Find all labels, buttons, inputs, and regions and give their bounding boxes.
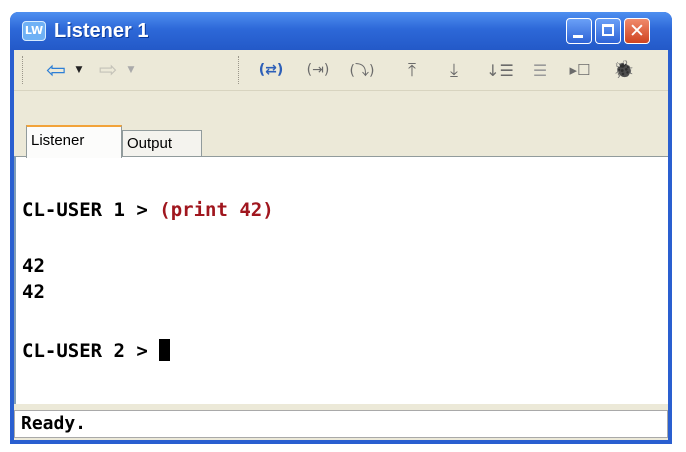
insert-form-icon[interactable]: ▸☐ xyxy=(569,61,591,79)
close-button[interactable]: ✕ xyxy=(624,18,650,44)
repl-output-1: 42 xyxy=(22,255,45,277)
top-of-stack-icon[interactable]: ⤒ xyxy=(408,59,416,81)
list-down-icon[interactable]: ↓☰ xyxy=(486,60,514,80)
repl-prompt-2: CL-USER 2 > xyxy=(22,340,160,362)
tab-output[interactable]: Output xyxy=(122,130,202,157)
status-text: Ready. xyxy=(21,413,87,434)
tab-listener[interactable]: Listener xyxy=(26,125,122,158)
forward-icon[interactable]: ⇨ xyxy=(98,57,118,83)
toolbar-grip[interactable] xyxy=(22,56,25,84)
bottom-of-stack-icon[interactable]: ⤓ xyxy=(450,59,458,81)
listener-pane[interactable]: CL-USER 1 > (print 42) 42 42 CL-USER 2 > xyxy=(14,156,668,404)
repl-prompt-1: CL-USER 1 > xyxy=(22,199,160,221)
maximize-icon xyxy=(602,24,614,36)
list-icon[interactable]: ☰ xyxy=(532,60,548,80)
window-title: Listener 1 xyxy=(54,20,149,42)
repl-output-2: 42 xyxy=(22,281,45,303)
client-area: ⇦ ▼ ⇨ ▼ (⇄) (⇥) (⤵) ⤒ ⤓ ↓☰ ☰ ▸☐ 🐞 Output… xyxy=(14,50,668,440)
listener-window: LW Listener 1 ✕ ⇦ ▼ ⇨ ▼ (⇄) (⇥) (⤵) ⤒ ⤓ … xyxy=(10,12,672,444)
toolbar: ⇦ ▼ ⇨ ▼ (⇄) (⇥) (⤵) ⤒ ⤓ ↓☰ ☰ ▸☐ 🐞 xyxy=(14,50,668,91)
step-over-icon[interactable]: (⇥) xyxy=(306,62,330,78)
bug-icon[interactable]: 🐞 xyxy=(613,60,635,80)
back-dropdown-icon[interactable]: ▼ xyxy=(75,65,83,75)
title-bar[interactable]: LW Listener 1 ✕ xyxy=(10,12,672,50)
repl-input-1: (print 42) xyxy=(159,199,274,221)
repl-line-2: CL-USER 2 > xyxy=(22,339,171,362)
app-icon: LW xyxy=(22,21,46,41)
minimize-icon xyxy=(573,35,583,38)
text-cursor xyxy=(159,339,171,361)
forward-dropdown-icon[interactable]: ▼ xyxy=(127,65,135,75)
close-icon: ✕ xyxy=(629,20,645,42)
minimize-button[interactable] xyxy=(566,18,592,44)
toolbar-grip-2[interactable] xyxy=(238,56,241,84)
back-icon[interactable]: ⇦ xyxy=(45,56,67,84)
repl-line-1: CL-USER 1 > (print 42) xyxy=(22,199,274,221)
maximize-button[interactable] xyxy=(595,18,621,44)
status-bar: Ready. xyxy=(14,410,668,438)
evaluate-icon[interactable]: (⇄) xyxy=(258,62,284,78)
step-into-icon[interactable]: (⤵) xyxy=(349,63,375,79)
